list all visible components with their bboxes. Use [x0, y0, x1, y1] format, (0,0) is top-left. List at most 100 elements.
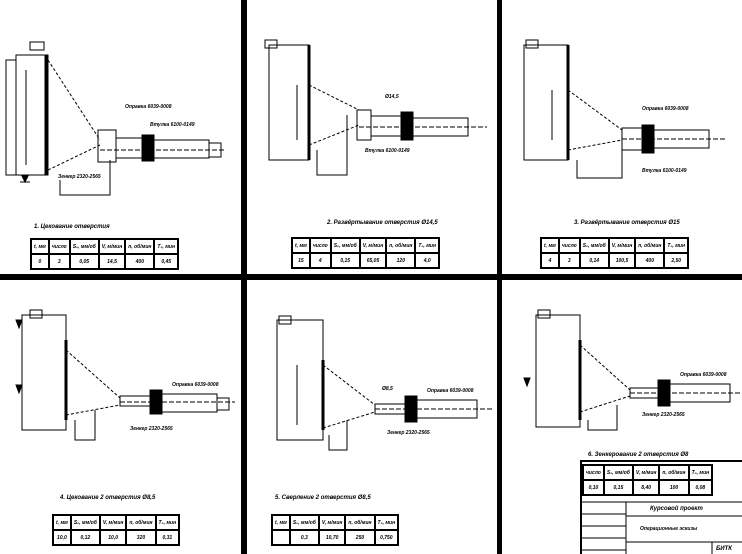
table-header-cell: n, об/мин	[124, 238, 156, 255]
operation-title: 1. Цекование отверстия	[34, 224, 110, 230]
tool-label: Оправка 6039-0008	[172, 382, 219, 388]
table-cell: 0,08	[687, 479, 714, 496]
tool-label: Зенкер 2320-2565	[58, 174, 101, 180]
table-header-cell: T₀, мин	[687, 464, 714, 481]
table-header-cell: T₀, мин	[154, 514, 181, 531]
tool-label: Втулка 6100-0149	[642, 168, 687, 174]
table-header-cell: V, м/мин	[607, 237, 637, 254]
table-header-cell: число	[47, 238, 71, 255]
table-header-cell: t, мм	[291, 237, 311, 254]
table-row: t, мм число S₀, мм/об V, м/мин n, об/мин…	[291, 237, 440, 254]
table-header-cell: S₀, мм/об	[288, 514, 320, 531]
table-header-cell: V, м/мин	[358, 237, 388, 254]
sheet-code: БИТК	[716, 546, 732, 552]
table-cell: 0,05	[68, 253, 100, 270]
table-cell: 100	[658, 479, 690, 496]
table-row: t, мм S₀, мм/об V, м/мин n, об/мин T₀, м…	[52, 514, 181, 531]
table-header-cell: t, мм	[540, 237, 560, 254]
tool-label: Втулка 6100-0149	[150, 122, 195, 128]
table-cell: 0	[30, 253, 50, 270]
table-cell: 400	[634, 252, 666, 269]
table-cell: 65,05	[358, 252, 388, 269]
operation-sketch-5: Ø8,5 Оправка 6039-0008 Зенкер 2320-2565	[276, 315, 492, 451]
parameters-table: t, мм число S₀, мм/об V, м/мин n, об/мин…	[291, 237, 440, 269]
document-title: Курсовой проект	[650, 506, 703, 512]
parameters-table: t, мм S₀, мм/об V, м/мин n, об/мин T₀, м…	[52, 514, 181, 546]
table-header-cell: T₀, мин	[373, 514, 400, 531]
operation-title: 6. Зенкерование 2 отверстия Ø8	[588, 452, 689, 458]
dimension-label: Ø14,5	[385, 94, 399, 100]
table-header-cell: n, об/мин	[344, 514, 376, 531]
document-subtitle: Операционные эскизы	[640, 526, 698, 532]
table-header-cell: n, об/мин	[125, 514, 157, 531]
table-header-cell: V, м/мин	[98, 514, 128, 531]
table-cell: 10,70	[317, 529, 347, 546]
sheet-4: Оправка 6039-0008 Зенкер 2320-2565 4. Це…	[0, 280, 241, 554]
parameters-table: t, мм число S₀, мм/об V, м/мин n, об/мин…	[30, 238, 179, 270]
table-row: 0,10 0,15 8,40 100 0,08	[582, 479, 714, 496]
tool-label: Оправка 6039-0008	[125, 104, 172, 110]
tool-label: Оправка 6039-0008	[427, 388, 474, 394]
table-cell: 0,10	[582, 479, 605, 496]
table-header-cell: S₀, мм/об	[68, 238, 100, 255]
sheet-5: Ø8,5 Оправка 6039-0008 Зенкер 2320-2565 …	[247, 280, 497, 554]
operation-title: 4. Цекование 2 отверстия Ø8,5	[60, 495, 156, 501]
table-cell: 10,0	[98, 529, 128, 546]
table-header-cell: t, мм	[30, 238, 50, 255]
table-cell: 400	[124, 253, 156, 270]
table-row: 4 3 0,14 100,5 400 2,50	[540, 252, 689, 269]
table-cell: 0,14	[578, 252, 610, 269]
sheet-3: Оправка 6039-0008 Втулка 6100-0149 3. Ра…	[502, 0, 742, 274]
table-header-cell: n, об/мин	[634, 237, 666, 254]
title-block: 6. Зенкерование 2 отверстия Ø8 число S₀,…	[580, 452, 742, 554]
table-row: t, мм S₀, мм/об V, м/мин n, об/мин T₀, м…	[271, 514, 400, 531]
operation-title: 3. Развёртывание отверстия Ø15	[574, 220, 680, 226]
table-cell: 0,12	[69, 529, 101, 546]
table-row: t, мм число S₀, мм/об V, м/мин n, об/мин…	[30, 238, 179, 255]
table-row: 10,0 0,12 10,0 320 0,31	[52, 529, 181, 546]
tool-label: Зенкер 2320-2565	[642, 412, 685, 418]
operation-sketch-4: Оправка 6039-0008 Зенкер 2320-2565	[15, 309, 235, 441]
parameters-table: число S₀, мм/об V, м/мин n, об/мин T₀, м…	[582, 464, 714, 496]
table-cell: 4,0	[414, 252, 440, 269]
tool-label: Зенкер 2320-2565	[130, 426, 173, 432]
table-row: 0,3 10,70 250 0,750	[271, 529, 400, 546]
table-cell: 0,15	[602, 479, 634, 496]
table-cell: 0,3	[288, 529, 320, 546]
table-row: 15 4 0,15 65,05 120 4,0	[291, 252, 440, 269]
table-header-cell: S₀, мм/об	[578, 237, 610, 254]
table-header-cell: S₀, мм/об	[602, 464, 634, 481]
table-header-cell: T₀, мин	[663, 237, 689, 254]
operation-sketch-3: Оправка 6039-0008 Втулка 6100-0149	[523, 39, 727, 179]
table-header-cell: число	[557, 237, 581, 254]
tool-label: Втулка 6100-0149	[365, 148, 410, 154]
operation-sketch-1: Оправка 6039-0008 Втулка 6100-0149 Зенке…	[5, 41, 225, 196]
table-row: 0 3 0,05 14,5 400 0,45	[30, 253, 179, 270]
table-cell: 0,15	[329, 252, 361, 269]
table-cell: 100,5	[607, 252, 637, 269]
table-header-cell: S₀, мм/об	[329, 237, 361, 254]
table-cell	[271, 529, 291, 546]
table-header-cell: n, об/мин	[658, 464, 690, 481]
table-cell: 10,0	[52, 529, 72, 546]
table-row: число S₀, мм/об V, м/мин n, об/мин T₀, м…	[582, 464, 714, 481]
operation-title: 2. Развёртывание отверстия Ø14,5	[327, 220, 438, 226]
dimension-label: Ø8,5	[382, 386, 393, 392]
parameters-table: t, мм S₀, мм/об V, м/мин n, об/мин T₀, м…	[271, 514, 400, 546]
tool-label: Зенкер 2320-2565	[387, 430, 430, 436]
tool-label: Оправка 6039-0008	[642, 106, 689, 112]
table-cell: 14,5	[97, 253, 127, 270]
table-cell: 250	[344, 529, 376, 546]
operation-title: 5. Сверление 2 отверстия Ø8,5	[275, 495, 371, 501]
table-header-cell: t, мм	[271, 514, 291, 531]
table-header-cell: n, об/мин	[385, 237, 417, 254]
table-header-cell: число	[308, 237, 332, 254]
table-cell: 320	[125, 529, 157, 546]
sheet-1: Оправка 6039-0008 Втулка 6100-0149 Зенке…	[0, 0, 241, 274]
table-cell: 4	[540, 252, 560, 269]
operation-sketch-2: Ø14,5 Втулка 6100-0149	[264, 39, 487, 176]
title-block-grid	[582, 501, 742, 554]
table-cell: 4	[308, 252, 332, 269]
operation-sketch-6: Оправка 6039-0008 Зенкер 2320-2565	[523, 309, 742, 431]
sheet-2: Ø14,5 Втулка 6100-0149 2. Развёртывание …	[247, 0, 497, 274]
